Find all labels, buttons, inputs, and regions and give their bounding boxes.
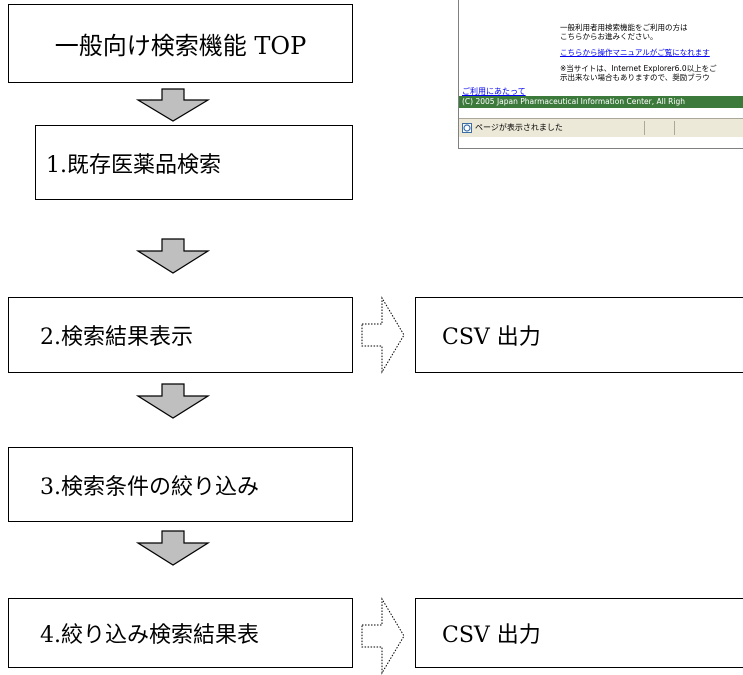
browser-note-line-1: ※当サイトは、Internet Explorer6.0以上をご xyxy=(560,64,717,73)
step-top-box: 一般向け検索機能 TOP xyxy=(8,4,353,83)
down-arrow-icon xyxy=(136,383,210,419)
step-3-label: 3.検索条件の絞り込み xyxy=(40,474,259,500)
down-arrow-icon xyxy=(136,238,210,274)
down-arrow-icon xyxy=(136,530,210,566)
browser-text-line-2: こちらからお進みください。 xyxy=(560,32,658,41)
manual-link[interactable]: こちらから操作マニュアルがご覧になれます xyxy=(560,48,710,57)
csv-output-label-1: CSV 出力 xyxy=(442,325,541,350)
step-2-label: 2.検索結果表示 xyxy=(40,325,193,350)
browser-content: 一般利用者用検索機能をご利用の方は こちらからお進みください。 こちらから操作マ… xyxy=(459,0,743,86)
step-top-label: 一般向け検索機能 TOP xyxy=(54,32,307,60)
status-bar: ページが表示されました xyxy=(459,118,743,137)
status-text: ページが表示されました xyxy=(475,123,563,132)
terms-of-use-link[interactable]: ご利用にあたって xyxy=(462,87,526,96)
down-arrow-icon xyxy=(136,88,210,122)
embedded-browser-screenshot: 一般利用者用検索機能をご利用の方は こちらからお進みください。 こちらから操作マ… xyxy=(458,0,743,149)
browser-text-line-1: 一般利用者用検索機能をご利用の方は xyxy=(560,23,688,32)
csv-output-label-2: CSV 出力 xyxy=(442,623,541,648)
ie-page-icon xyxy=(462,123,472,133)
step-4-box: 4.絞り込み検索結果表 xyxy=(8,598,353,668)
step-4-label: 4.絞り込み検索結果表 xyxy=(40,623,259,648)
step-2-box: 2.検索結果表示 xyxy=(8,297,353,373)
status-separator xyxy=(644,121,645,135)
status-separator xyxy=(674,121,675,135)
copyright-bar: (C) 2005 Japan Pharmaceutical Informatio… xyxy=(459,96,743,108)
right-arrow-icon xyxy=(361,296,405,374)
step-1-label: 1.既存医薬品検索 xyxy=(46,152,221,178)
step-1-box: 1.既存医薬品検索 xyxy=(35,125,353,200)
right-arrow-icon xyxy=(361,597,405,675)
browser-note-line-2: 示出来ない場合もありますので、奨励ブラウ xyxy=(560,73,710,82)
csv-output-box-2: CSV 出力 xyxy=(415,598,743,668)
step-3-box: 3.検索条件の絞り込み xyxy=(8,447,353,522)
csv-output-box-1: CSV 出力 xyxy=(415,297,743,373)
